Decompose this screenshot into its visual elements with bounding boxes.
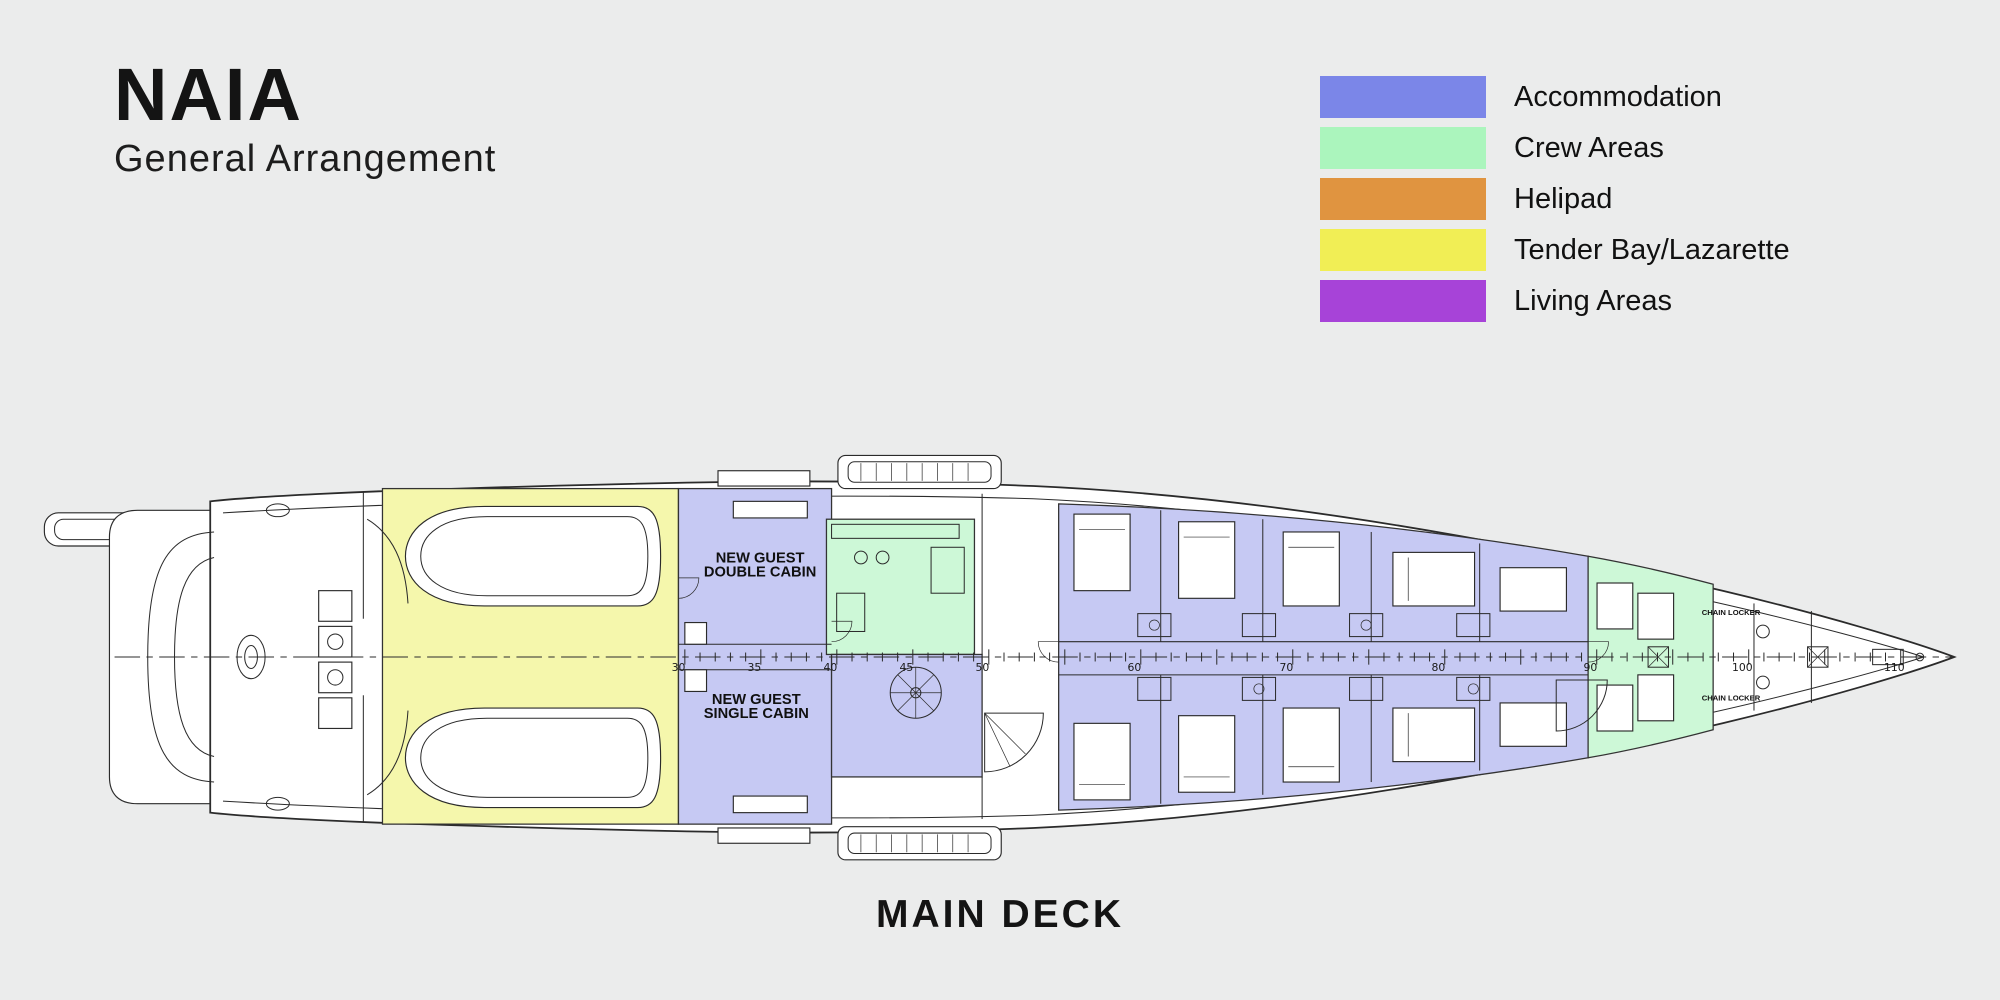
plan-annotation: CHAIN LOCKER (1702, 608, 1761, 617)
legend-item: Helipad (1320, 178, 1790, 220)
bed (1073, 513, 1131, 592)
legend-item: Living Areas (1320, 280, 1790, 322)
frame-number: 90 (1583, 661, 1597, 674)
bed (1178, 521, 1236, 599)
frame-number: 35 (748, 661, 762, 674)
drawing-title: General Arrangement (114, 137, 497, 180)
zone-guest-cabins (677, 487, 833, 825)
frame-number: 45 (900, 661, 914, 674)
bed (1073, 722, 1131, 801)
legend-item: Accommodation (1320, 76, 1790, 118)
zone-stair-lobby (830, 653, 983, 778)
bed (1178, 715, 1236, 793)
frame-numbers: 30 35 40 45 50 60 70 80 90 100 110 (672, 661, 1905, 674)
legend-swatch (1320, 229, 1486, 271)
windlass (1756, 675, 1770, 690)
frame-number: 110 (1884, 661, 1905, 674)
centerline-group: 30 35 40 45 50 60 70 80 90 100 110 (114, 649, 1952, 674)
legend-item: Crew Areas (1320, 127, 1790, 169)
deck-label: MAIN DECK (876, 893, 1124, 936)
legend-label: Living Areas (1514, 284, 1672, 317)
vessel-name: NAIA (114, 53, 303, 136)
frame-number: 30 (672, 661, 686, 674)
legend-label: Tender Bay/Lazarette (1514, 233, 1790, 266)
frame-ticks (684, 649, 1902, 665)
legend-item: Tender Bay/Lazarette (1320, 229, 1790, 271)
tenders (404, 505, 662, 809)
legend-label: Crew Areas (1514, 131, 1664, 164)
windlass (1756, 624, 1770, 639)
bed (1392, 707, 1476, 763)
legend-swatch (1320, 178, 1486, 220)
frame-number: 100 (1732, 661, 1753, 674)
legend-swatch (1320, 76, 1486, 118)
zone-crew-galley (825, 518, 976, 656)
bed (1282, 707, 1340, 783)
frame-number: 50 (976, 661, 990, 674)
bed (1392, 551, 1476, 607)
tender-boat (404, 707, 662, 809)
frame-number: 60 (1128, 661, 1142, 674)
legend-label: Accommodation (1514, 80, 1722, 113)
stair-fan (984, 712, 1044, 773)
deck-plan-svg: 30 35 40 45 50 60 70 80 90 100 110 NEW GUESTDOUBLE… (43, 454, 1957, 861)
frame-number: 70 (1279, 661, 1293, 674)
boarding-platforms (717, 454, 1002, 861)
frame-number: 40 (824, 661, 838, 674)
legend-swatch (1320, 280, 1486, 322)
frame-number: 80 (1431, 661, 1445, 674)
legend-label: Helipad (1514, 182, 1613, 215)
fittings (236, 500, 1925, 814)
title-block: NAIA General Arrangement (114, 56, 496, 181)
tender-boat (404, 505, 662, 607)
plan-annotation: CHAIN LOCKER (1702, 693, 1761, 702)
bulkheads (362, 492, 1812, 822)
bed (1282, 531, 1340, 607)
legend-swatch (1320, 127, 1486, 169)
